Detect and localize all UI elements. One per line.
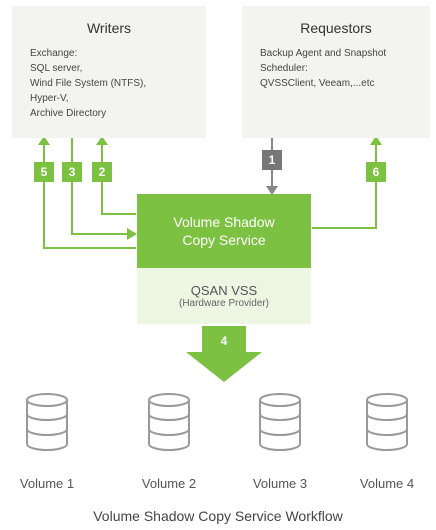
vss-title-line2: Copy Service xyxy=(182,232,266,248)
database-icon xyxy=(148,393,190,451)
volume-label: Volume 3 xyxy=(252,476,308,491)
connector-step-3-arrowhead xyxy=(127,228,137,240)
connector-step-6 xyxy=(312,144,377,229)
diagram-caption: Volume Shadow Copy Service Workflow xyxy=(93,508,343,524)
volume-label: Volume 2 xyxy=(141,476,197,491)
volume-label: Volume 4 xyxy=(359,476,415,491)
database-icon xyxy=(259,393,301,451)
step-badge-4: 4 xyxy=(220,334,228,348)
requestors-line: QVSSClient, Veeam,...etc xyxy=(260,78,375,89)
writers-line: SQL server, xyxy=(30,63,83,74)
requestors-title: Requestors xyxy=(300,20,372,36)
step-badge-2: 2 xyxy=(92,162,112,182)
writers-line: Wind File System (NTFS), xyxy=(30,78,147,89)
connector-step-5 xyxy=(43,140,136,249)
requestors-line: Scheduler: xyxy=(260,63,308,74)
provider-name: QSAN VSS xyxy=(190,283,258,298)
provider-to-volumes-arrow xyxy=(186,326,262,382)
writers-list: Exchange: SQL server, Wind File System (… xyxy=(30,46,146,121)
writers-title: Writers xyxy=(86,20,132,36)
qsan-vss-provider-box: QSAN VSS (Hardware Provider) xyxy=(137,268,311,324)
step-badge-1: 1 xyxy=(262,150,282,170)
connector-step-1-arrowhead xyxy=(266,186,278,195)
requestors-line: Backup Agent and Snapshot xyxy=(260,48,387,59)
connector-step-2-arrowhead xyxy=(96,136,108,145)
writers-panel: Writers Exchange: SQL server, Wind File … xyxy=(12,6,206,138)
vss-title-line1: Volume Shadow xyxy=(173,214,275,230)
step-badge-3: 3 xyxy=(62,162,82,182)
requestors-panel: Requestors Backup Agent and Snapshot Sch… xyxy=(242,6,430,138)
step-badge-5: 5 xyxy=(34,162,54,182)
writers-line: Exchange: xyxy=(30,48,78,59)
provider-subtitle: (Hardware Provider) xyxy=(178,298,270,309)
writers-line: Hyper-V, xyxy=(30,93,69,104)
database-icon xyxy=(26,393,68,451)
requestors-list: Backup Agent and Snapshot Scheduler: QVS… xyxy=(260,46,386,91)
step-badge-6: 6 xyxy=(366,162,386,182)
volume-label: Volume 1 xyxy=(19,476,75,491)
writers-line: Archive Directory xyxy=(30,108,107,119)
connector-step-5-arrowhead xyxy=(38,136,50,145)
database-icon xyxy=(366,393,408,451)
connector-step-6-arrowhead xyxy=(370,136,382,145)
volume-shadow-copy-service-box: Volume Shadow Copy Service xyxy=(137,194,311,268)
